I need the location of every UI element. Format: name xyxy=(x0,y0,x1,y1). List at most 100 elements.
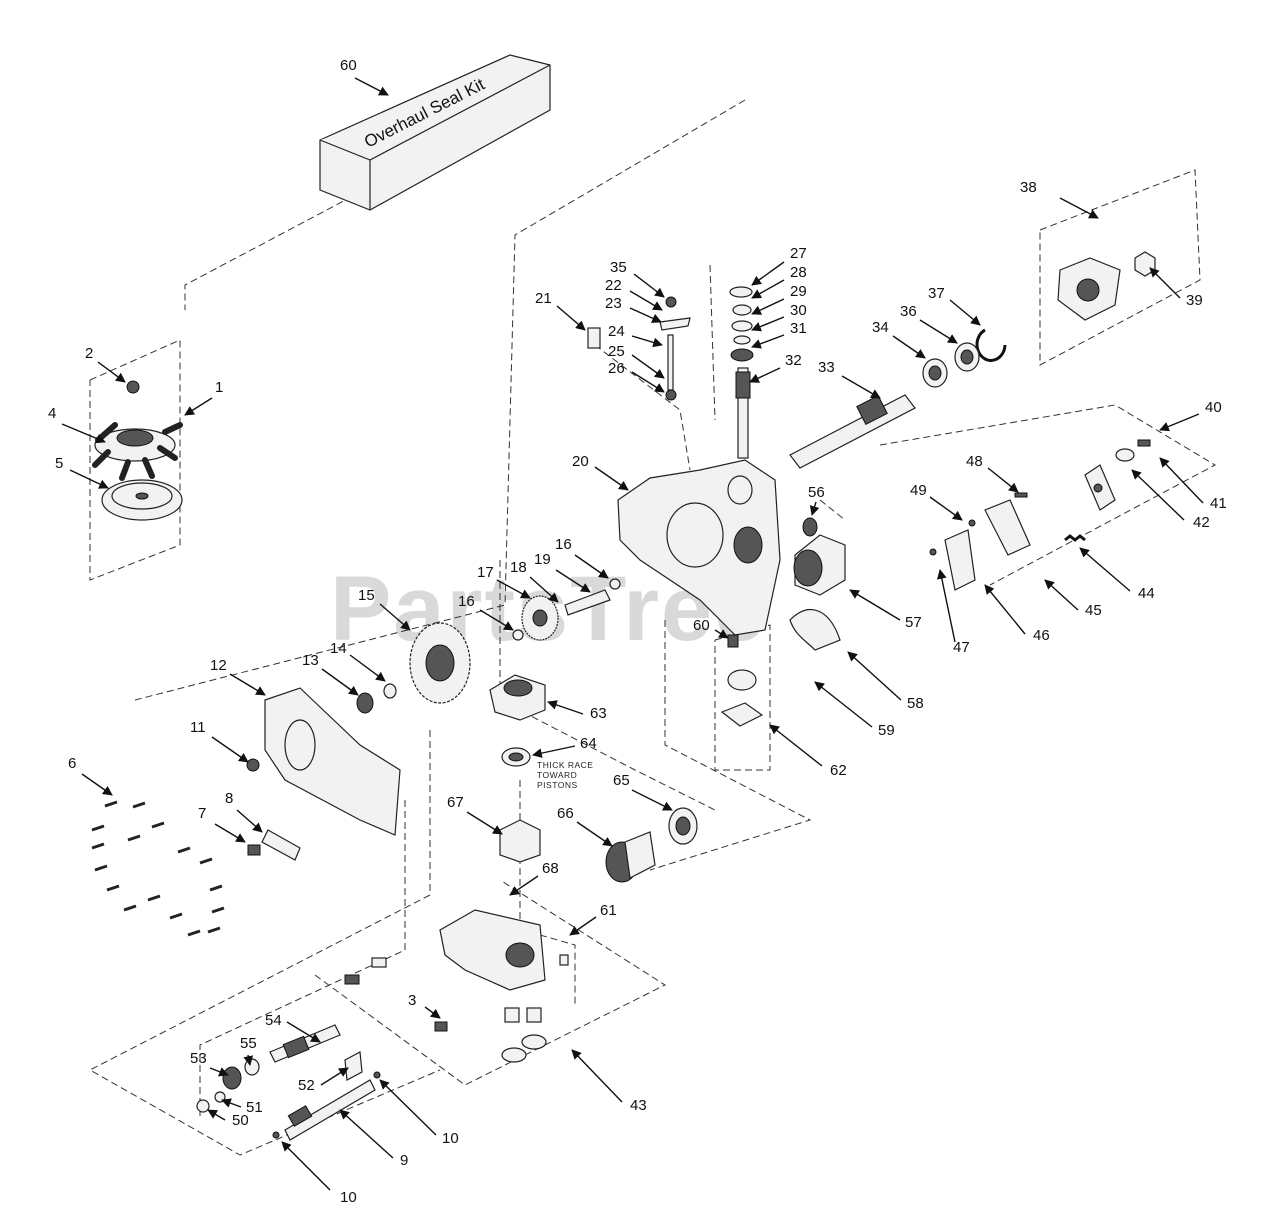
callout-label-50: 50 xyxy=(232,1112,249,1129)
part-27-31-seals xyxy=(729,286,754,362)
callout-label-8: 8 xyxy=(225,790,233,807)
callout-leader-18 xyxy=(529,576,559,603)
part-56-seal xyxy=(802,517,818,537)
callout-label-59: 59 xyxy=(878,722,895,739)
callout-leader-57 xyxy=(849,589,901,621)
callout-label-42: 42 xyxy=(1193,514,1210,531)
callout-leader-67 xyxy=(466,811,503,835)
callout-leader-47 xyxy=(937,569,956,643)
callout-label-45: 45 xyxy=(1085,602,1102,619)
part-45-47-linkage xyxy=(929,492,1031,591)
callout-label-10b: 10 xyxy=(340,1189,357,1206)
callout-leader-34 xyxy=(892,335,926,359)
callout-leader-49 xyxy=(929,496,963,521)
callout-label-9: 9 xyxy=(400,1152,408,1169)
callout-label-57: 57 xyxy=(905,614,922,631)
callout-label-66: 66 xyxy=(557,805,574,822)
part-2-nut xyxy=(126,380,140,394)
callout-leader-3 xyxy=(424,1006,441,1019)
callout-leader-13 xyxy=(321,668,359,696)
callout-label-19: 19 xyxy=(534,551,551,568)
callout-leader-24 xyxy=(631,335,663,348)
part-50-51-washers xyxy=(196,1091,226,1113)
part-7-8-arm xyxy=(247,829,301,861)
callout-leader-29 xyxy=(751,298,785,315)
callout-leader-1 xyxy=(184,397,213,416)
part-38-hub xyxy=(1057,257,1121,321)
callout-leader-40 xyxy=(1159,413,1200,432)
callout-leader-5 xyxy=(69,469,109,489)
part-21-plug xyxy=(587,327,601,349)
part-54-shaft xyxy=(269,1024,341,1063)
part-44-spring xyxy=(1064,534,1086,542)
callout-leader-38 xyxy=(1059,197,1099,219)
callout-leader-37 xyxy=(949,299,981,326)
callout-leader-6 xyxy=(81,773,113,796)
callout-label-31: 31 xyxy=(790,320,807,337)
part-6-bolts xyxy=(91,800,225,937)
part-34-bearing xyxy=(922,358,948,388)
part-33-axle xyxy=(789,394,916,469)
callout-leader-30 xyxy=(751,316,785,332)
callout-label-27: 27 xyxy=(790,245,807,262)
callout-leader-4 xyxy=(61,423,106,444)
thick-race-note: THICK RACE TOWARD PISTONS xyxy=(537,760,593,790)
callout-label-7: 7 xyxy=(198,805,206,822)
callout-label-21: 21 xyxy=(535,290,552,307)
part-66-motor xyxy=(605,831,656,883)
part-13-14-bearings xyxy=(356,683,397,714)
part-5-pulley xyxy=(101,479,183,521)
callout-label-5: 5 xyxy=(55,455,63,472)
callout-label-62: 62 xyxy=(830,762,847,779)
callout-label-26: 26 xyxy=(608,360,625,377)
callout-leader-55 xyxy=(243,1054,254,1066)
callout-leader-21 xyxy=(556,305,586,331)
callout-label-44: 44 xyxy=(1138,585,1155,602)
callout-label-51: 51 xyxy=(246,1099,263,1116)
callout-leaders xyxy=(61,77,1204,1191)
callout-leader-43 xyxy=(571,1049,623,1103)
part-17-gear xyxy=(521,595,559,641)
callout-label-30: 30 xyxy=(790,302,807,319)
part-32-shaft xyxy=(735,367,751,459)
part-12-cover xyxy=(264,687,401,836)
callout-label-68: 68 xyxy=(542,860,559,877)
callout-label-58: 58 xyxy=(907,695,924,712)
callout-leader-28 xyxy=(751,279,785,299)
callout-label-23: 23 xyxy=(605,295,622,312)
callout-label-16b: 16 xyxy=(458,593,475,610)
callout-label-52: 52 xyxy=(298,1077,315,1094)
callout-label-36: 36 xyxy=(900,303,917,320)
callout-label-29: 29 xyxy=(790,283,807,300)
part-36-bearing xyxy=(954,342,980,372)
callout-label-20: 20 xyxy=(572,453,589,470)
part-60-seal-kit-box: Overhaul Seal Kit xyxy=(319,54,551,211)
callout-leader-11 xyxy=(211,736,249,763)
callout-label-39: 39 xyxy=(1186,292,1203,309)
callout-labels: 6012453839373634332728293031323522232425… xyxy=(48,57,1227,1206)
callout-leader-53 xyxy=(209,1067,229,1077)
part-67-block xyxy=(499,819,541,863)
part-9-shaft xyxy=(284,1079,376,1141)
part-58-cover xyxy=(789,609,841,651)
callout-leader-8 xyxy=(236,809,263,833)
callout-leader-51 xyxy=(221,1098,242,1108)
callout-label-49: 49 xyxy=(910,482,927,499)
part-64-thrust-race xyxy=(501,747,531,767)
callout-leader-12 xyxy=(229,673,266,696)
callout-leader-62 xyxy=(769,724,823,767)
callout-label-18: 18 xyxy=(510,559,527,576)
part-53-55-gear xyxy=(222,1058,260,1090)
callout-leader-44 xyxy=(1079,547,1131,592)
callout-label-2: 2 xyxy=(85,345,93,362)
callout-label-10a: 10 xyxy=(442,1130,459,1147)
callout-label-60b: 60 xyxy=(693,617,710,634)
callout-leader-42 xyxy=(1131,469,1185,521)
callout-leader-41 xyxy=(1159,457,1204,504)
callout-label-37: 37 xyxy=(928,285,945,302)
callout-leader-68 xyxy=(509,875,539,896)
callout-label-13: 13 xyxy=(302,652,319,669)
callout-label-64: 64 xyxy=(580,735,597,752)
callout-label-61: 61 xyxy=(600,902,617,919)
